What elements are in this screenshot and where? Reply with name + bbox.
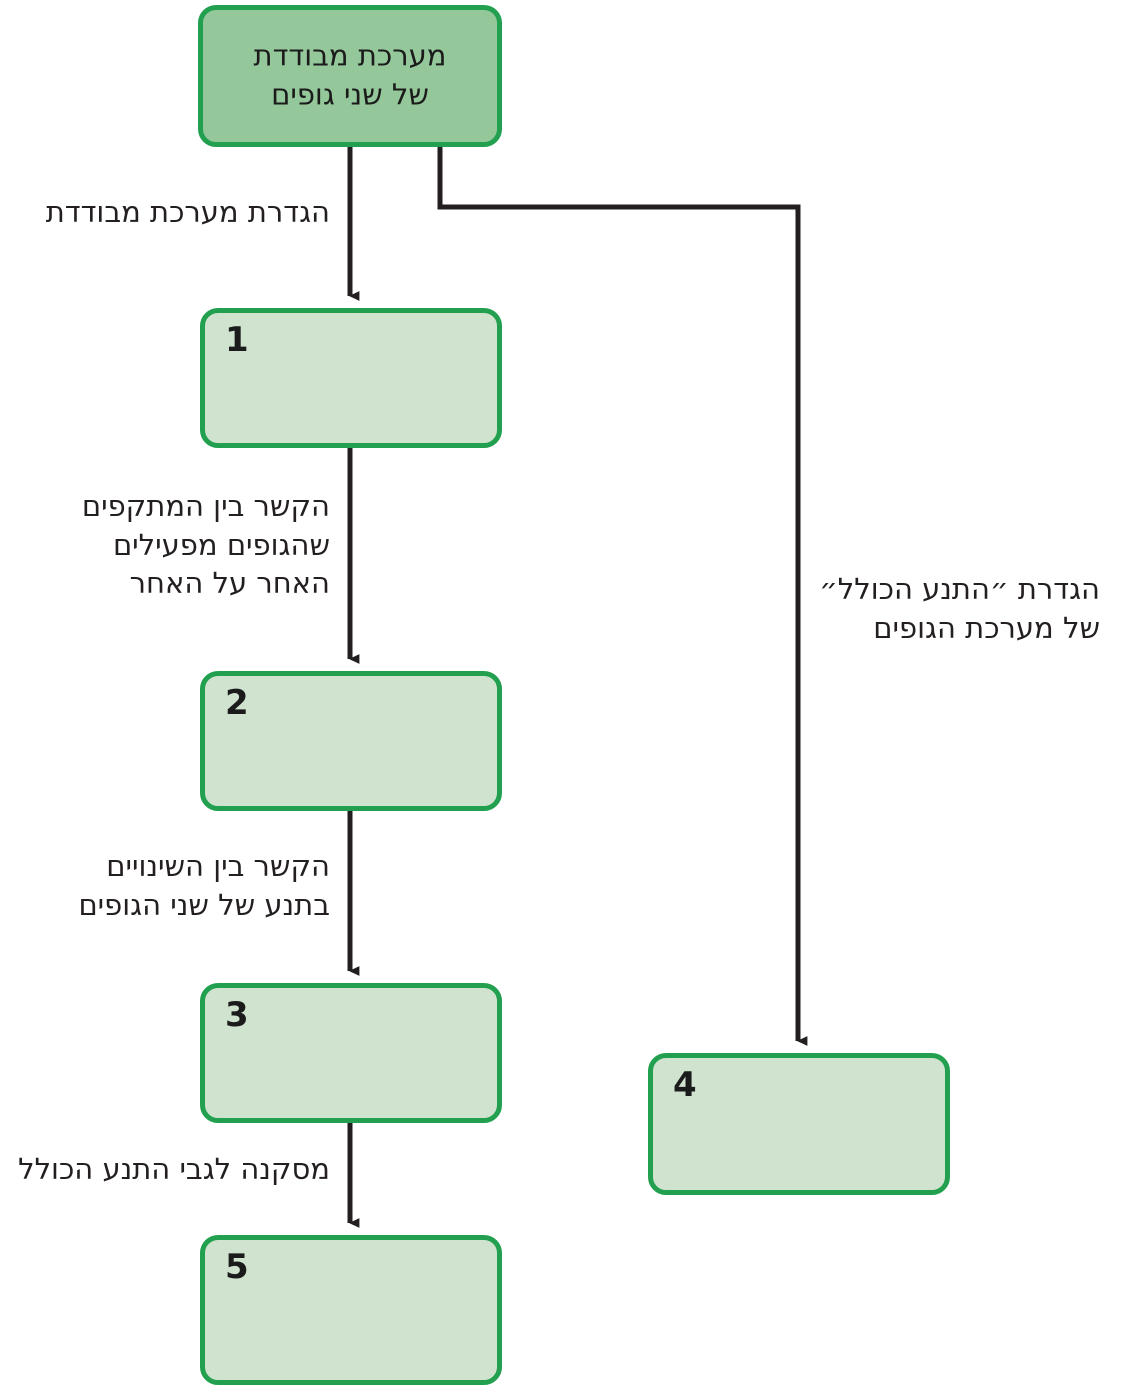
node-1-number: 1 [225, 320, 249, 360]
node-1[interactable]: 1 [200, 308, 502, 448]
node-root-label: מערכת מבודדת של שני גופים [253, 38, 447, 112]
edge-label-impulse-relation: הקשר בין המתקפים שהגופים מפעילים האחר על… [81, 489, 330, 601]
node-2-number: 2 [225, 683, 249, 723]
node-3-number: 3 [225, 995, 249, 1035]
edge-label-total-momentum-definition: הגדרת ״התנע הכולל״ של מערכת הגופים [819, 572, 1100, 645]
node-2[interactable]: 2 [200, 671, 502, 811]
node-4-number: 4 [673, 1065, 697, 1105]
connector-root-to-4 [437, 147, 808, 1046]
node-4[interactable]: 4 [648, 1053, 950, 1195]
node-root[interactable]: מערכת מבודדת של שני גופים [198, 5, 502, 147]
node-3[interactable]: 3 [200, 983, 502, 1123]
node-5-number: 5 [225, 1247, 249, 1287]
edge-label-momentum-change: הקשר בין השינויים בתנע של שני הגופים [78, 849, 330, 922]
edge-label-isolated-system: הגדרת מערכת מבודדת [45, 195, 330, 229]
edge-label-conclusion: מסקנה לגבי התנע הכולל [18, 1152, 330, 1186]
node-5[interactable]: 5 [200, 1235, 502, 1385]
